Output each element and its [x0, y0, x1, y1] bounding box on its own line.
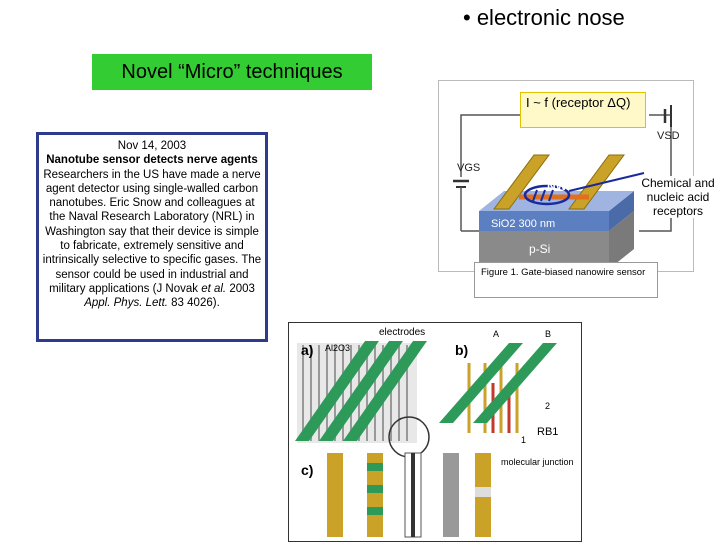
receptor-ellipse	[523, 184, 571, 206]
sio2-layer-side	[609, 191, 634, 231]
wire-variant-3-core	[411, 453, 415, 537]
sio2-label: SiO2 300 nm	[491, 218, 555, 230]
callout-line	[568, 172, 645, 192]
news-et-al: et al.	[201, 282, 227, 295]
circuit-wire-left	[460, 114, 521, 177]
molecular-junction-gap	[475, 487, 491, 497]
electrode-b-label: B	[545, 329, 551, 339]
panel-b-electrodes	[439, 343, 557, 423]
panel-c-label: c)	[301, 462, 313, 478]
panel-a-electrodes	[295, 341, 427, 441]
sio2-layer	[479, 211, 609, 231]
news-year: 2003	[226, 282, 255, 295]
news-journal: Appl. Phys. Lett.	[84, 297, 168, 310]
receptor-mark-2	[540, 189, 546, 202]
receptor-mark-1	[532, 189, 538, 202]
electrodes-label: electrodes	[379, 327, 425, 338]
news-body: Researchers in the US have made a nerve …	[41, 168, 263, 311]
current-formula-label: I ~ f (receptor ΔQ)	[520, 92, 646, 128]
receptor-mark-3	[548, 189, 554, 202]
al2o3-label: Al2O3	[325, 343, 350, 353]
news-body-text: Researchers in the US have made a nerve …	[42, 168, 262, 295]
vsd-label: VSD	[657, 130, 680, 142]
molecular-junction-label: molecular junction	[501, 457, 574, 467]
slide-title-box: Novel “Micro” techniques	[92, 54, 372, 90]
panel-b-label: b)	[455, 342, 468, 358]
psi-label: p-Si	[529, 242, 550, 256]
news-citation-tail: 83 4026).	[167, 297, 220, 310]
electrode-array-diagram: a) b) c) Al2O3 electrodes A B 2 1 RB1 mo…	[295, 327, 574, 538]
wire-variant-2	[367, 453, 383, 537]
news-headline: Nanotube sensor detects nerve agents	[46, 154, 258, 167]
receptors-callout: Chemical and nucleic acid receptors	[636, 176, 720, 218]
figure-2: a) b) c) Al2O3 electrodes A B 2 1 RB1 mo…	[288, 322, 582, 542]
panel-a-label: a)	[301, 342, 313, 358]
wire-variant-4	[443, 453, 459, 537]
news-box: Nov 14, 2003 Nanotube sensor detects ner…	[36, 132, 268, 342]
wire-variant-1	[327, 453, 343, 537]
news-date: Nov 14, 2003	[117, 140, 187, 152]
slide-title: Novel “Micro” techniques	[121, 61, 343, 83]
number-1-label: 1	[521, 435, 526, 445]
circuit-wire-right	[639, 114, 672, 232]
rb1-label: RB1	[537, 426, 558, 438]
figure-1-caption: Figure 1. Gate-biased nanowire sensor	[474, 262, 658, 298]
vgs-label: VGS	[457, 162, 480, 174]
bullet-text: • electronic nose	[463, 5, 625, 30]
number-2-label: 2	[545, 401, 550, 411]
electrode-a-label: A	[493, 329, 499, 339]
electrode-left	[493, 154, 550, 210]
wire-variant-2-bands	[367, 463, 383, 515]
nw-label: NW	[547, 179, 568, 193]
